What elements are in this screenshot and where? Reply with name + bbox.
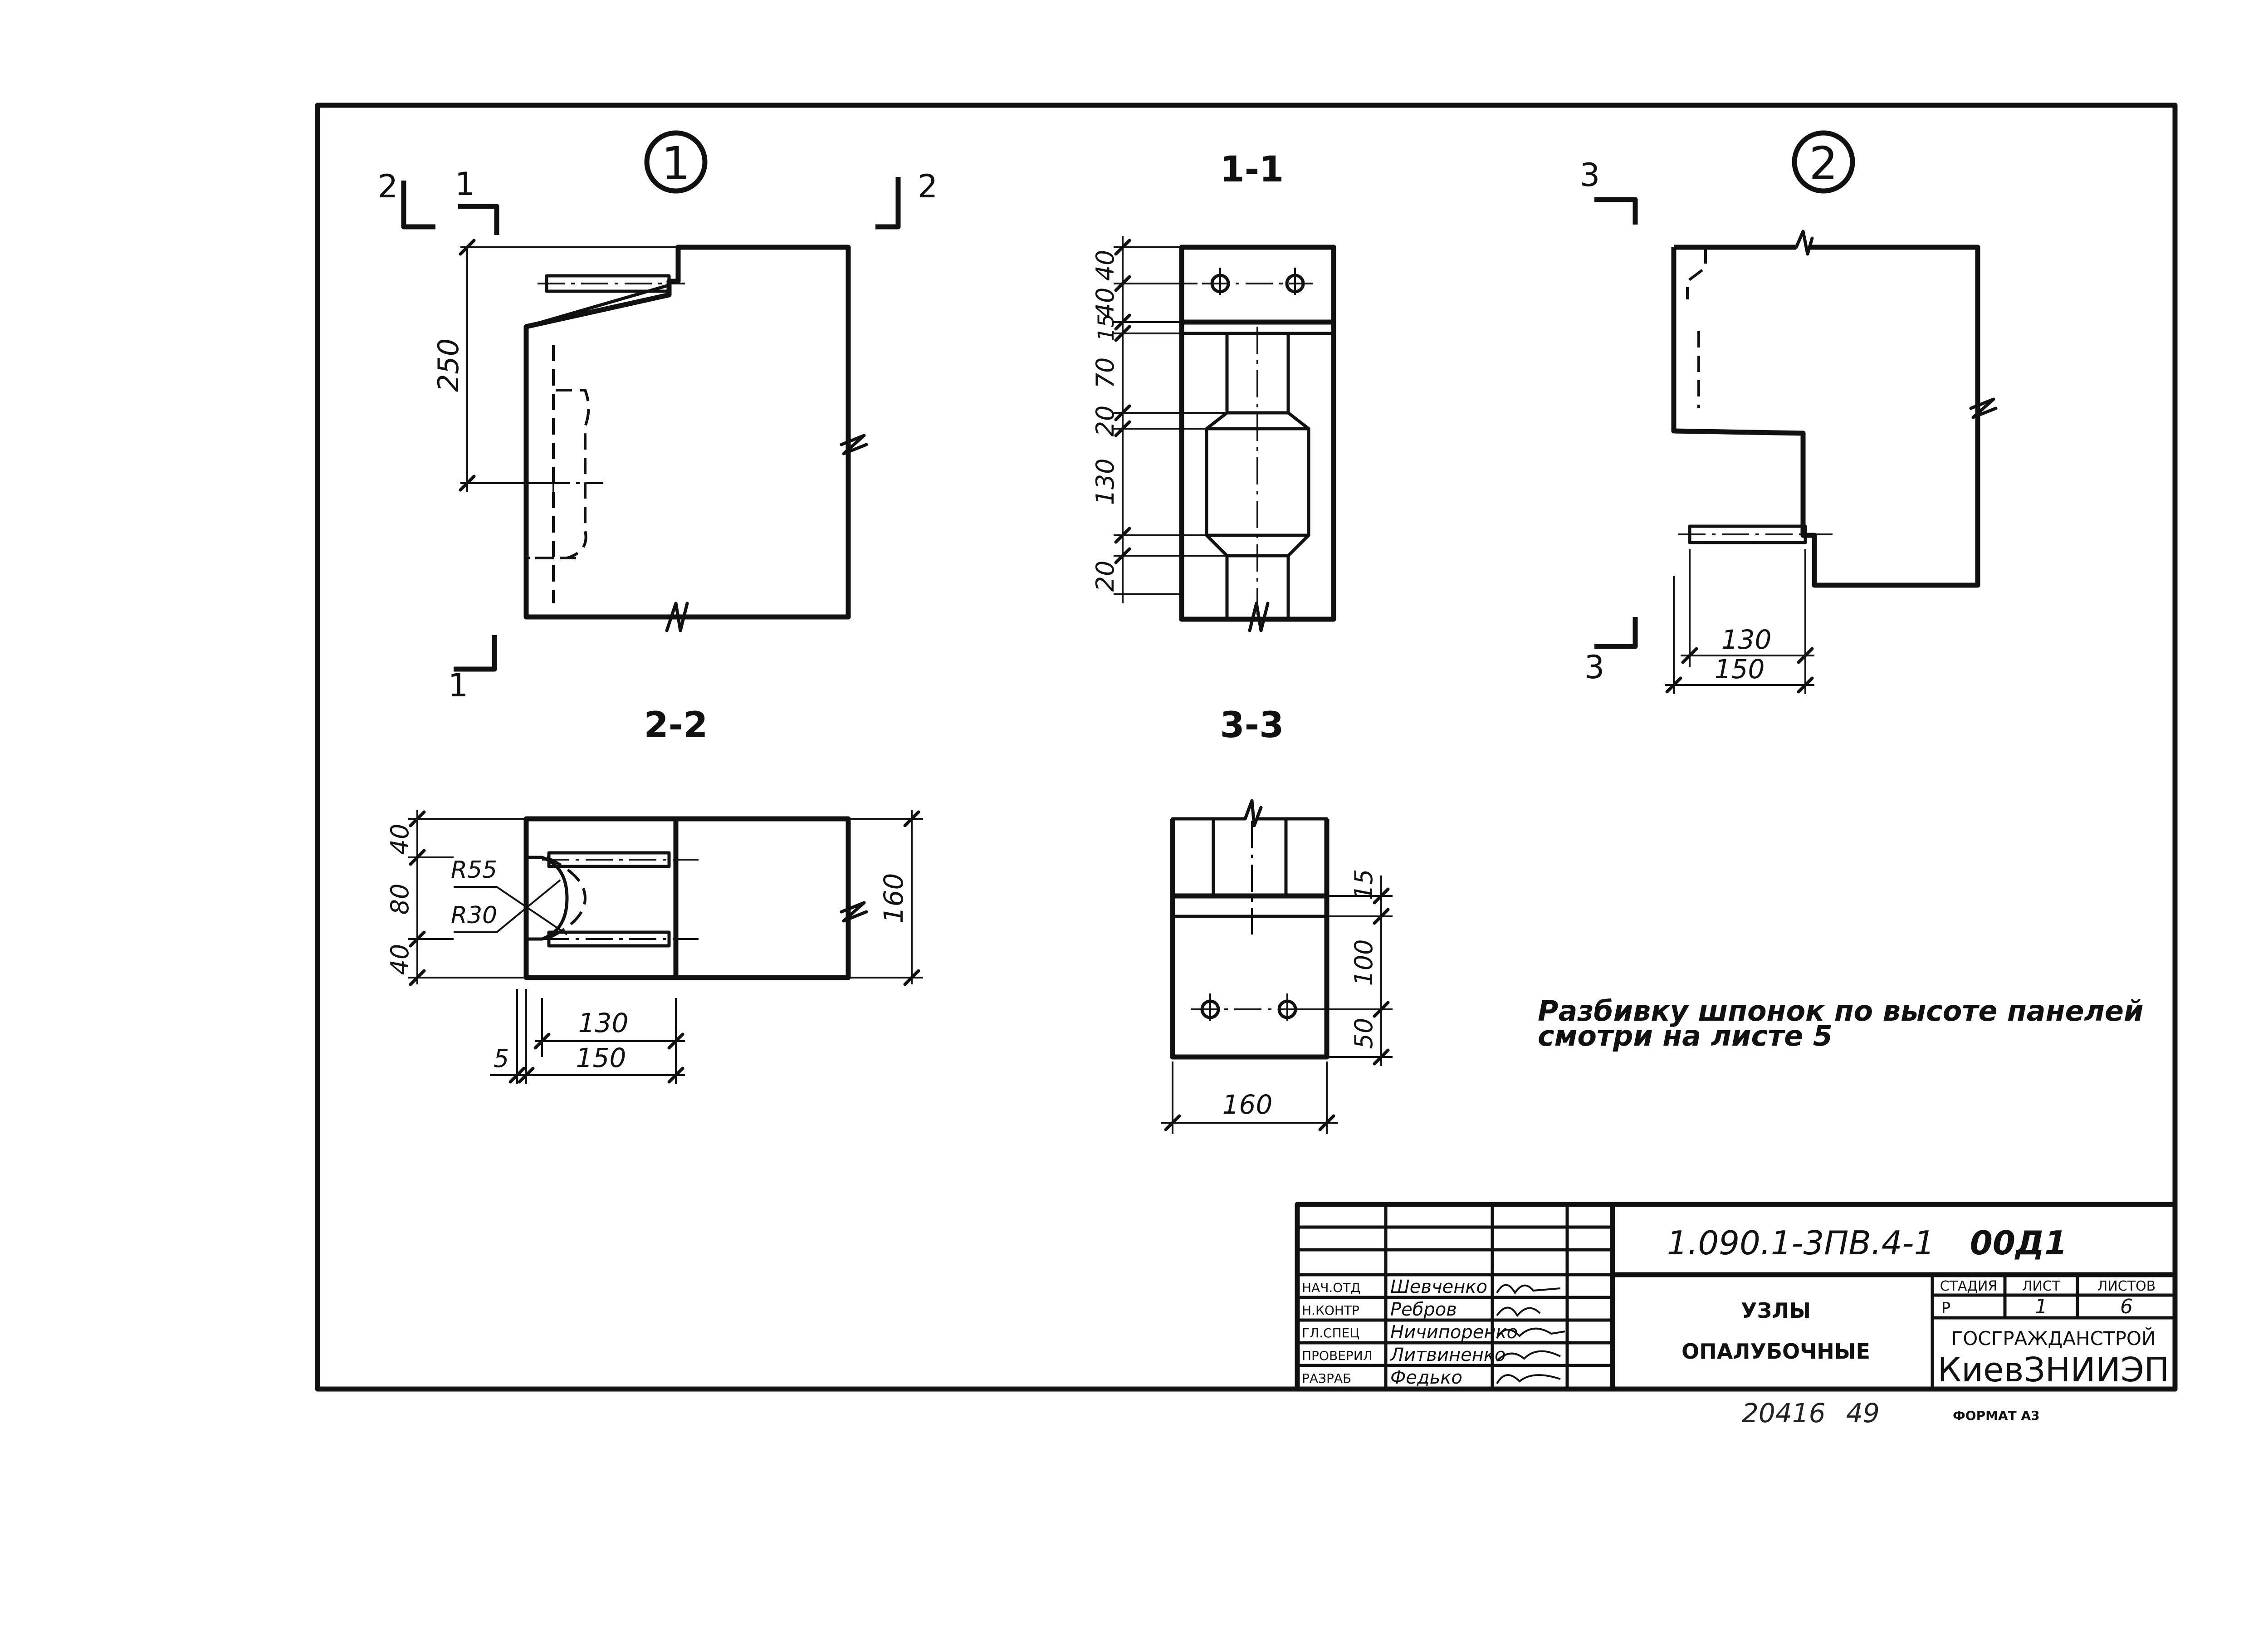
role-3: ГЛ.СПЕЦ xyxy=(1302,1326,1359,1340)
name-3: Ничипоренко xyxy=(1390,1322,1518,1343)
dim-1-1-15: 15 xyxy=(1094,313,1119,341)
detail-1-view: 1 2 1 2 1 250 xyxy=(378,130,938,704)
archive-sheet: 49 xyxy=(1846,1398,1880,1429)
dim-detail2-150: 150 xyxy=(1715,654,1765,685)
section-3-3-view: 3-3 15 100 50 160 xyxy=(1161,705,1393,1134)
role-2: Н.КОНТР xyxy=(1302,1303,1359,1318)
name-1: Шевченко xyxy=(1390,1277,1487,1297)
dim-1-1-70: 70 xyxy=(1091,357,1119,389)
cut-label-3-bottom: 3 xyxy=(1584,649,1605,686)
dim-1-1-40a: 40 xyxy=(1091,250,1119,281)
signature-2 xyxy=(1496,1306,1541,1317)
dim-2-2-5: 5 xyxy=(494,1044,509,1073)
dim-3-3-100: 100 xyxy=(1349,939,1378,986)
sheet-value: 1 xyxy=(2035,1295,2048,1318)
section-1-1-title: 1-1 xyxy=(1220,149,1284,190)
signature-3 xyxy=(1496,1327,1565,1339)
dim-2-2-40a: 40 xyxy=(386,824,414,855)
section-2-2-view: 2-2 R55 R30 40 80 40 160 xyxy=(386,705,923,1084)
dim-1-1-130: 130 xyxy=(1091,458,1119,505)
detail-2-view: 2 3 3 130 150 xyxy=(1580,130,1998,694)
dim-1-1-20a: 20 xyxy=(1091,406,1119,437)
dim-3-3-160: 160 xyxy=(1222,1089,1273,1120)
section-1-1-view: 1-1 40 40 xyxy=(1091,149,1336,632)
signature-5 xyxy=(1496,1374,1561,1384)
sheets-value: 6 xyxy=(2120,1295,2133,1318)
cut-label-1-bottom: 1 xyxy=(448,667,469,704)
doc-code: 1.090.1-3ПВ.4-1 xyxy=(1667,1224,1935,1262)
role-4: ПРОВЕРИЛ xyxy=(1302,1348,1373,1363)
cut-label-2-right: 2 xyxy=(918,168,938,205)
signature-4 xyxy=(1496,1350,1561,1362)
cut-label-2-left: 2 xyxy=(378,168,398,205)
doc-suffix: 00Д1 xyxy=(1970,1224,2067,1262)
org-name-2: КиевЗНИИЭП xyxy=(1938,1350,2170,1389)
archive-number: 20416 xyxy=(1742,1398,1826,1429)
section-2-2-title: 2-2 xyxy=(644,705,708,746)
signature-1 xyxy=(1496,1284,1561,1295)
format-label: ФОРМАТ А3 xyxy=(1953,1408,2040,1423)
section-3-3-title: 3-3 xyxy=(1220,705,1284,746)
dim-1-1-20b: 20 xyxy=(1091,561,1119,592)
dim-2-2-150: 150 xyxy=(576,1042,626,1073)
dim-2-2-130: 130 xyxy=(578,1008,629,1038)
dim-detail2-130: 130 xyxy=(1721,624,1772,655)
note-line-2: смотри на листе 5 xyxy=(1538,1019,1833,1052)
dim-2-2-160: 160 xyxy=(878,873,909,924)
cut-label-1-top: 1 xyxy=(455,166,475,203)
name-5: Федько xyxy=(1390,1367,1462,1388)
dim-r55: R55 xyxy=(451,856,497,884)
header-stage: СТАДИЯ xyxy=(1940,1278,1998,1294)
cut-label-3-top: 3 xyxy=(1580,157,1600,194)
title-line-2: ОПАЛУБОЧНЫЕ xyxy=(1681,1339,1870,1364)
dim-2-2-40b: 40 xyxy=(386,944,414,975)
detail-2-marker: 2 xyxy=(1809,137,1838,190)
name-2: Ребров xyxy=(1390,1299,1457,1320)
detail-1-marker: 1 xyxy=(661,137,690,190)
dim-3-3-15: 15 xyxy=(1349,869,1378,900)
dim-r30: R30 xyxy=(451,902,497,929)
header-sheet: ЛИСТ xyxy=(2022,1278,2061,1294)
drawing-frame xyxy=(315,103,2178,1392)
header-sheets: ЛИСТОВ xyxy=(2097,1278,2156,1294)
note-line-1: Разбивку шпонок по высоте панелей xyxy=(1538,994,2143,1027)
role-1: НАЧ.ОТД xyxy=(1302,1280,1360,1295)
dim-3-3-50: 50 xyxy=(1349,1018,1378,1049)
dim-1-1-40b: 40 xyxy=(1091,288,1119,319)
dim-250: 250 xyxy=(432,338,465,392)
dim-2-2-80: 80 xyxy=(386,884,414,915)
stage-value: Р xyxy=(1941,1299,1951,1317)
org-name-1: ГОСГРАЖДАНСТРОЙ xyxy=(1951,1327,2156,1350)
role-5: РАЗРАБ xyxy=(1302,1371,1351,1386)
title-line-1: УЗЛЫ xyxy=(1741,1298,1811,1323)
name-4: Литвиненко xyxy=(1389,1345,1506,1365)
title-block: 1.090.1-3ПВ.4-1 00Д1 УЗЛЫ ОПАЛУБОЧНЫЕ СТ… xyxy=(1295,1202,2178,1392)
note: Разбивку шпонок по высоте панелей смотри… xyxy=(1538,994,2143,1052)
